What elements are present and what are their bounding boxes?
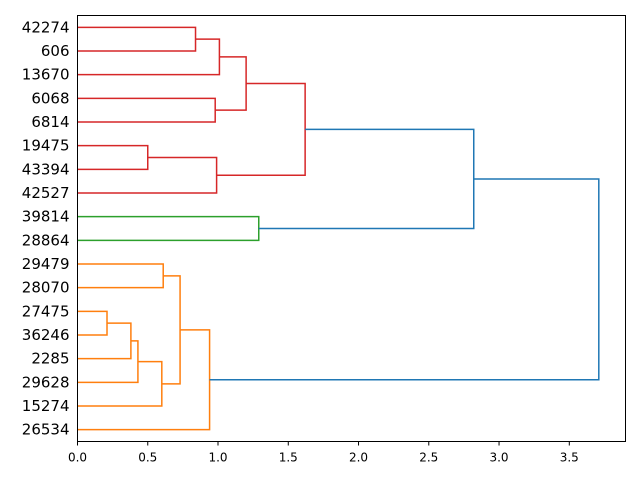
leaf-label: 13670 <box>22 66 70 84</box>
dendrogram-link <box>77 38 221 76</box>
dendrogram-link <box>258 128 475 230</box>
dendrogram-link <box>77 215 260 242</box>
leaf-label: 28070 <box>22 279 70 297</box>
leaf-label: 42527 <box>22 184 70 202</box>
leaf-label: 606 <box>41 42 70 60</box>
plot-frame <box>77 15 626 442</box>
x-tick-label: 3.5 <box>560 451 579 465</box>
leaf-label: 6068 <box>31 89 69 107</box>
dendrogram-link <box>77 322 132 360</box>
dendrogram-link <box>77 329 211 431</box>
dendrogram-link <box>77 263 164 289</box>
x-tick-label: 2.0 <box>349 451 368 465</box>
dendrogram-link <box>77 310 108 336</box>
leaf-label: 28864 <box>22 231 70 249</box>
leaf-label: 15274 <box>22 397 70 415</box>
leaf-label: 2285 <box>31 350 69 368</box>
dendrogram-link <box>77 340 139 384</box>
leaf-label: 43394 <box>22 160 70 178</box>
dendrogram-link <box>77 26 197 52</box>
dendrogram-links <box>77 26 600 431</box>
x-tick-label: 1.0 <box>208 451 227 465</box>
dendrogram-link <box>209 178 600 381</box>
dendrogram-link <box>215 56 247 111</box>
leaf-label: 36246 <box>22 326 70 344</box>
x-axis: 0.0 0.5 1.0 1.5 2.0 2.5 3.0 3.5 <box>68 441 579 465</box>
leaf-label: 39814 <box>22 208 70 226</box>
dendrogram-link <box>77 144 149 171</box>
leaf-label: 6814 <box>31 113 69 131</box>
x-tick-label: 0.5 <box>138 451 157 465</box>
dendrogram-link <box>77 360 163 407</box>
dendrogram-link <box>216 82 306 176</box>
dendrogram-link <box>77 97 216 123</box>
x-tick-label: 2.5 <box>419 451 438 465</box>
leaf-labels: 42274 606 13670 6068 6814 19475 43394 42527 3981… <box>22 18 70 438</box>
dendrogram-link <box>161 275 181 385</box>
x-tick-label: 1.5 <box>279 451 298 465</box>
x-tick-label: 0.0 <box>68 451 87 465</box>
x-tick-label: 3.0 <box>489 451 508 465</box>
leaf-label: 42274 <box>22 18 70 36</box>
leaf-label: 19475 <box>22 137 70 155</box>
leaf-label: 27475 <box>22 302 70 320</box>
leaf-label: 29628 <box>22 373 70 391</box>
leaf-label: 29479 <box>22 255 70 273</box>
leaf-label: 26534 <box>22 421 70 439</box>
